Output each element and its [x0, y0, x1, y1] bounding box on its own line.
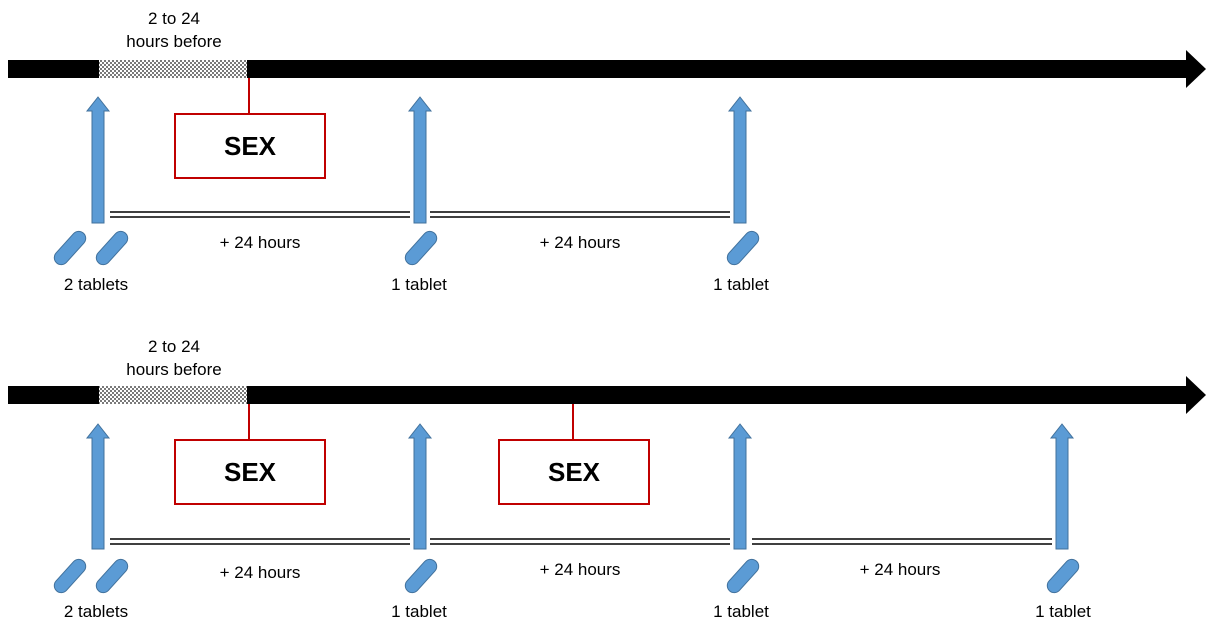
window-label-line1: 2 to 24 [148, 9, 200, 28]
up-arrow-icon [85, 423, 111, 550]
pill-icon [404, 230, 438, 266]
interval-line [110, 211, 410, 218]
dose-arrow [727, 96, 753, 224]
pill-icon [1046, 558, 1080, 594]
dose-arrow [85, 96, 111, 224]
interval-line [430, 211, 730, 218]
up-arrow-icon [407, 423, 433, 550]
pill-icon [726, 230, 760, 266]
sex-label: SEX [224, 457, 277, 487]
dose-label: 1 tablet [713, 602, 769, 621]
dose-label: 1 tablet [391, 275, 447, 294]
pill-icon [404, 558, 438, 594]
timeline-arrow [8, 50, 1206, 88]
timeline-arrow [8, 376, 1206, 414]
scenario-1: 2 to 24 hours before SEX [8, 9, 1206, 294]
scenario-2: 2 to 24 hours before SEX SEX [8, 337, 1206, 621]
sex-label: SEX [224, 131, 277, 161]
up-arrow-icon [727, 96, 753, 224]
time-window [99, 386, 247, 404]
interval-label: + 24 hours [860, 560, 941, 579]
dose-label: 1 tablet [713, 275, 769, 294]
dose-arrow [727, 423, 753, 550]
interval-label: + 24 hours [540, 233, 621, 252]
dose-arrow [1049, 423, 1075, 550]
pill-icon [53, 558, 87, 594]
sex-label: SEX [548, 457, 601, 487]
up-arrow-icon [85, 96, 111, 224]
dose-label: 2 tablets [64, 275, 128, 294]
interval-label: + 24 hours [540, 560, 621, 579]
interval-label: + 24 hours [220, 233, 301, 252]
interval-label: + 24 hours [220, 563, 301, 582]
dose-arrow [407, 423, 433, 550]
interval-line [110, 538, 410, 545]
window-label-line2: hours before [126, 32, 221, 51]
right-arrow-icon [1186, 376, 1206, 414]
up-arrow-icon [1049, 423, 1075, 550]
dose-label: 2 tablets [64, 602, 128, 621]
dose-arrow [85, 423, 111, 550]
up-arrow-icon [407, 96, 433, 224]
pill-icon [726, 558, 760, 594]
pill-icon [53, 230, 87, 266]
interval-line [430, 538, 730, 545]
window-label-line1: 2 to 24 [148, 337, 200, 356]
pill-icon [95, 558, 129, 594]
interval-line [752, 538, 1052, 545]
sex-event-box: SEX [498, 439, 650, 505]
pill-icon [95, 230, 129, 266]
up-arrow-icon [727, 423, 753, 550]
dose-arrow [407, 96, 433, 224]
right-arrow-icon [1186, 50, 1206, 88]
time-window [99, 60, 247, 78]
dose-label: 1 tablet [391, 602, 447, 621]
sex-event-box: SEX [174, 113, 326, 179]
dose-label: 1 tablet [1035, 602, 1091, 621]
window-label-line2: hours before [126, 360, 221, 379]
sex-event-box: SEX [174, 439, 326, 505]
